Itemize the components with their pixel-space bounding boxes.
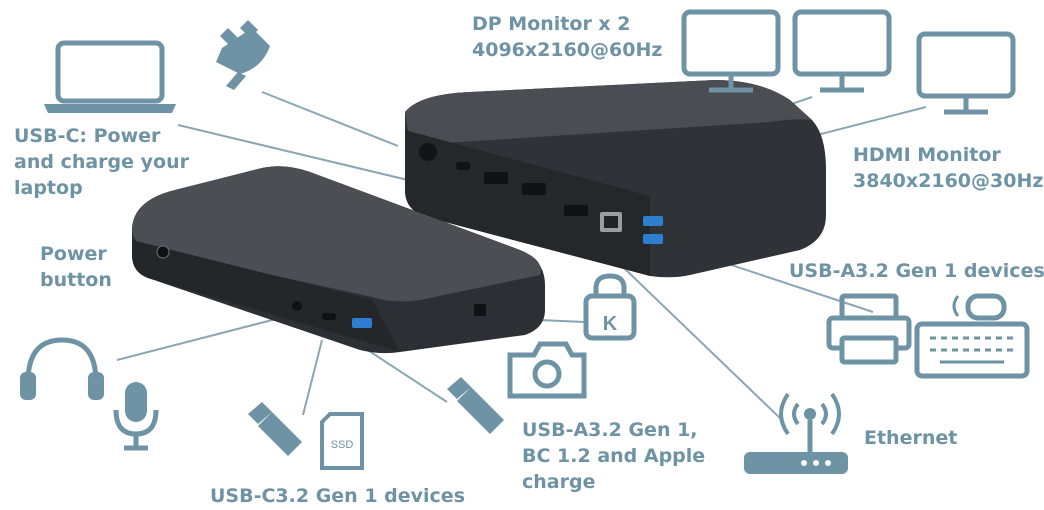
rear-dock [405, 80, 826, 278]
ssd-label: SSD [331, 439, 354, 451]
line-usbc-laptop [177, 124, 434, 187]
lock-slot [474, 304, 486, 316]
ethernet-label: Ethernet [864, 427, 958, 449]
monitor-icon-2 [792, 9, 892, 93]
monitor-icon-1 [681, 9, 781, 93]
line-usba-front [359, 344, 448, 403]
hdmi-label-line1: HDMI Monitor [853, 144, 1001, 166]
usb-stick-icon-front-c [248, 402, 302, 456]
line-power-plug [261, 91, 399, 147]
lock-letter: K [603, 313, 618, 335]
monitor-icon-3 [916, 31, 1016, 115]
dp-port-1 [484, 172, 508, 184]
power-label-line1: Power [40, 243, 107, 265]
line-usbc-front [302, 339, 323, 416]
audio-jack [292, 301, 302, 311]
mouse-icon [952, 293, 1007, 321]
dc-in-port [419, 143, 437, 161]
plug-icon [216, 20, 270, 90]
rear-usbc-port [456, 162, 470, 170]
usbc-label-line1: USB-C: Power [14, 125, 161, 147]
usb-stick-icon-front-a [447, 377, 504, 434]
usba-front-label-line3: charge [522, 471, 596, 493]
lock-icon [583, 273, 637, 341]
front-usba-port [352, 318, 372, 328]
front-dock [132, 166, 545, 354]
dp-label-line1: DP Monitor x 2 [472, 13, 631, 35]
keyboard-icon [914, 321, 1030, 379]
camera-icon [507, 341, 587, 399]
usba-front-label-line1: USB-A3.2 Gen 1, [522, 419, 698, 441]
laptop-icon [44, 40, 176, 113]
hdmi-port [564, 205, 588, 216]
front-usbc-port [322, 313, 336, 320]
headphones-icon [20, 337, 104, 400]
line-ethernet [623, 267, 783, 421]
dp-label-line2: 4096x2160@60Hz [472, 39, 663, 61]
usba-front-label-line2: BC 1.2 and Apple [522, 445, 706, 467]
hdmi-label-line2: 3840x2160@30Hz [853, 170, 1044, 192]
power-label-line2: button [40, 269, 112, 291]
line-audio [116, 317, 281, 361]
usba-rear-label: USB-A3.2 Gen 1 devices [789, 260, 1044, 282]
dp-port-2 [522, 183, 546, 195]
printer-icon [826, 293, 912, 365]
rear-usba-port-1 [643, 216, 663, 226]
usbc-label-line3: laptop [14, 177, 83, 199]
usbc-devices-label: USB-C3.2 Gen 1 devices [210, 485, 465, 507]
rear-usba-port-2 [643, 234, 663, 244]
usbc-label-line2: and charge your [14, 151, 189, 173]
power-switch [156, 245, 170, 259]
sd-card-icon [320, 412, 364, 470]
microphone-icon [113, 382, 159, 451]
router-icon [744, 392, 848, 474]
